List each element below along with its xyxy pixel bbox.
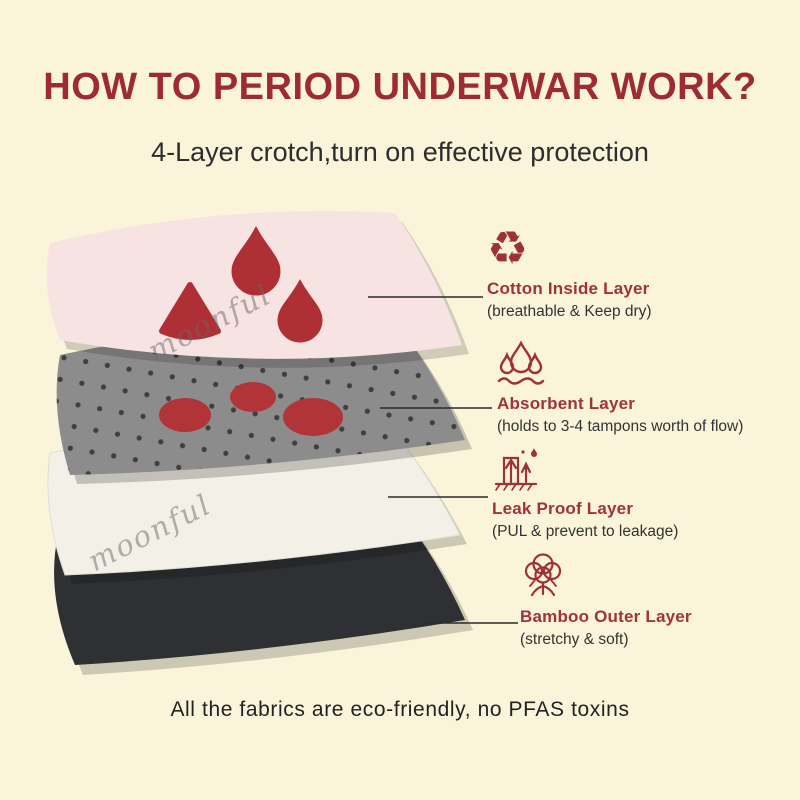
cotton-inside-sheet xyxy=(46,211,470,368)
layer-title-bamboo-outer: Bamboo Outer Layer xyxy=(520,607,692,626)
layer-title-cotton-inside: Cotton Inside Layer xyxy=(487,279,650,298)
recycle-icon: ♻ xyxy=(487,224,528,272)
absorbent-drops-icon xyxy=(497,339,545,387)
layer-title-leak-proof: Leak Proof Layer xyxy=(492,499,634,518)
connector-lines xyxy=(368,296,518,624)
blood-drop-shapes xyxy=(159,226,323,343)
layer-desc-cotton-inside: (breathable & Keep dry) xyxy=(487,303,652,320)
label-group-cotton-inside: ♻ Cotton Inside Layer (breathable & Keep… xyxy=(487,224,652,321)
footer-note: All the fabrics are eco-friendly, no PFA… xyxy=(170,698,630,721)
page-title: HOW TO PERIOD UNDERWAR WORK? xyxy=(43,66,757,108)
label-group-absorbent: Absorbent Layer (holds to 3-4 tampons wo… xyxy=(497,339,743,436)
page-subtitle: 4-Layer crotch,turn on effective protect… xyxy=(151,137,649,167)
layer-title-absorbent: Absorbent Layer xyxy=(497,394,636,413)
layer-desc-leak-proof: (PUL & prevent to leakage) xyxy=(492,523,679,540)
layer-desc-absorbent: (holds to 3-4 tampons worth of flow) xyxy=(497,418,744,435)
cotton-flower-icon xyxy=(520,552,566,600)
layer-desc-bamboo-outer: (stretchy & soft) xyxy=(520,631,629,648)
recycle-glyph: ♻ xyxy=(487,221,529,275)
absorbed-blood-spots xyxy=(159,382,343,436)
leak-proof-icon xyxy=(492,444,540,492)
label-group-leak-proof: Leak Proof Layer (PUL & prevent to leaka… xyxy=(492,444,678,541)
layer-stack-diagram xyxy=(46,211,518,675)
label-group-bamboo-outer: Bamboo Outer Layer (stretchy & soft) xyxy=(520,552,692,649)
absorbent-sheet xyxy=(56,325,473,484)
